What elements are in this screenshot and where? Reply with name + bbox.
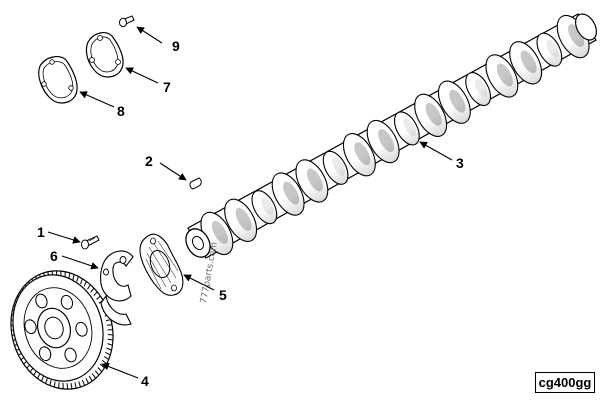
cam-lobe-shading: [283, 181, 300, 205]
cam-lobe-shading: [568, 24, 585, 47]
cam-lobe: [366, 119, 400, 164]
gear-hole: [38, 346, 52, 362]
camshaft-journal: [393, 111, 420, 146]
gear-hole: [35, 293, 48, 309]
cam-lobe-shading: [474, 79, 488, 97]
camshaft-journal: [465, 72, 492, 107]
camshaft-gear: [10, 270, 114, 390]
camshaft-nose-bore: [191, 235, 205, 251]
camshaft-lobes: [200, 14, 590, 256]
gear-hole: [24, 319, 37, 335]
cam-lobe-shading: [235, 207, 252, 231]
cam-lobe: [224, 198, 258, 242]
cover-gasket: [38, 56, 78, 104]
cam-lobe-shading: [425, 102, 442, 126]
cam-lobe: [509, 41, 543, 85]
callout-6: 6: [50, 248, 58, 264]
cam-lobe-shading: [378, 129, 395, 152]
thrust-washer-half: [100, 250, 134, 326]
cam-lobe-shading: [449, 89, 466, 113]
cam-lobe-shading: [496, 63, 513, 87]
cam-lobe-shading: [354, 142, 371, 166]
thrust-plate: [139, 233, 184, 296]
cam-lobe: [342, 133, 376, 177]
drawing-code-label: cg400gg: [535, 372, 595, 393]
camshaft: [185, 13, 597, 259]
gear-lightening-holes: [24, 293, 88, 363]
cam-lobe-shading: [261, 197, 274, 216]
cam-lobe-shading: [546, 39, 559, 58]
gear-hole: [64, 347, 77, 363]
cam-lobe-shading: [306, 168, 323, 192]
leader-lines: [47, 26, 453, 379]
woodruff-key: [189, 177, 202, 190]
gear-web: [23, 287, 93, 369]
callout-4: 4: [141, 373, 149, 389]
cover-plate: [85, 32, 124, 78]
gear-hole: [75, 321, 88, 337]
cover-screw: [119, 15, 135, 28]
camshaft-rear-end: [575, 13, 597, 41]
cam-lobe: [437, 80, 471, 124]
cam-lobe: [271, 172, 305, 216]
callout-2: 2: [145, 153, 153, 169]
callout-9: 9: [172, 38, 180, 54]
cam-lobe-shading: [520, 50, 537, 74]
callout-3: 3: [456, 155, 464, 171]
camshaft-journal: [322, 150, 349, 185]
gear-bore: [44, 316, 64, 340]
callout-8: 8: [117, 103, 125, 119]
callout-5: 5: [219, 287, 227, 303]
camshaft-journal: [251, 190, 278, 225]
cam-lobe: [414, 93, 448, 137]
capscrew: [81, 235, 100, 250]
cam-lobe-shading: [211, 221, 228, 244]
callout-1: 1: [37, 224, 45, 240]
camshaft-journal: [536, 32, 563, 67]
callout-7: 7: [163, 79, 171, 95]
gear-hole: [60, 294, 74, 310]
cam-lobe-shading: [332, 157, 345, 176]
cam-lobe-shading: [403, 118, 417, 137]
cam-lobe: [485, 54, 519, 98]
cam-lobe: [295, 159, 329, 203]
